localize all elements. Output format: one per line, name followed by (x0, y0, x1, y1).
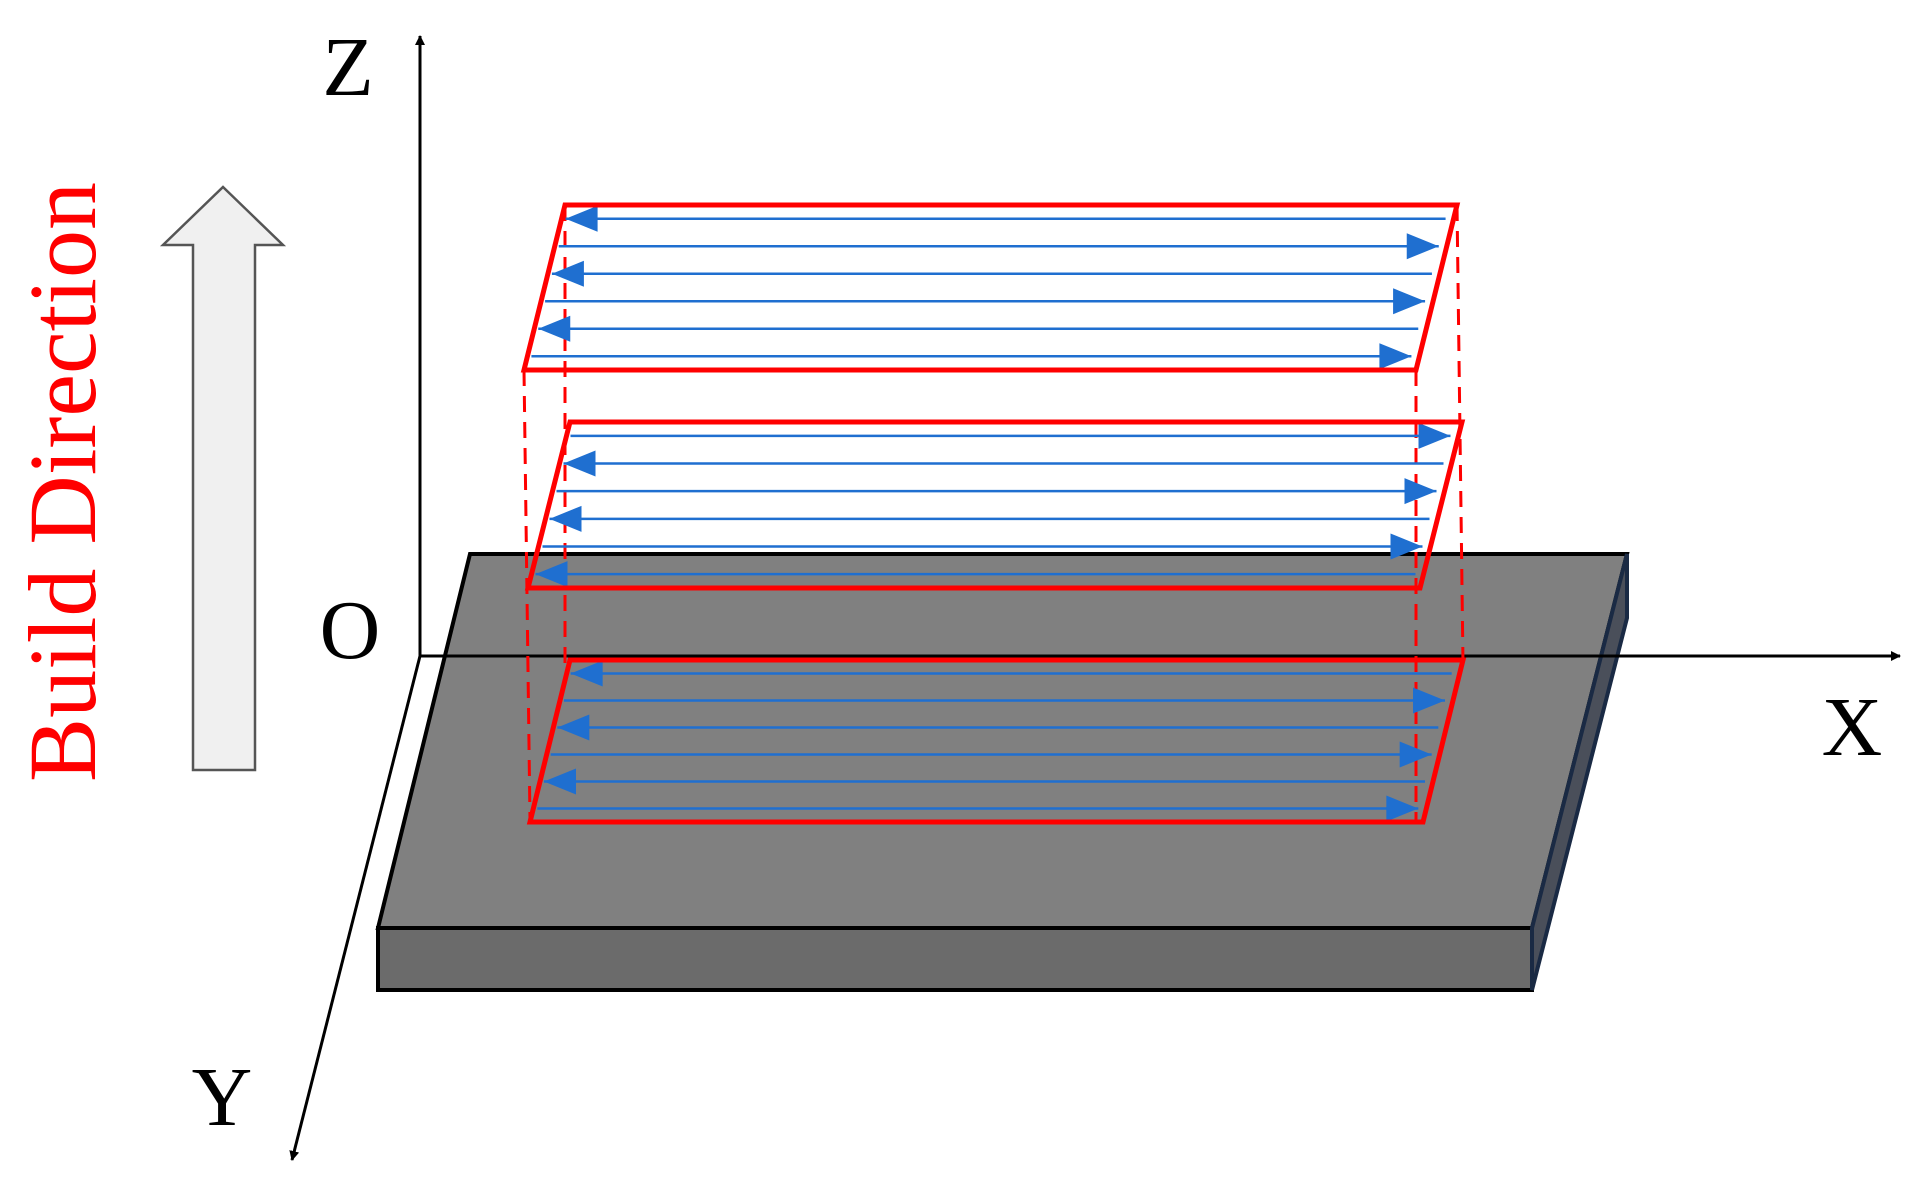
origin-label: O (320, 584, 381, 677)
scan-arrowhead (544, 768, 576, 795)
middle-layer (524, 419, 1466, 591)
substrate-side-face (1530, 553, 1629, 991)
top-layer (520, 202, 1461, 373)
scan-arrowhead (557, 714, 590, 741)
scan-arrowhead (1406, 233, 1439, 260)
scan-arrowhead (1386, 795, 1419, 822)
scan-arrowhead (1404, 478, 1437, 505)
coordinate-axes (289, 35, 1901, 1161)
scan-arrowhead (538, 315, 571, 342)
scan-arrowhead (1399, 741, 1432, 768)
scan-arrowhead (1390, 533, 1423, 560)
x-axis-label: X (1822, 681, 1883, 774)
y-axis (289, 655, 422, 1161)
layer-outline (526, 657, 1467, 825)
substrate-front-face (376, 926, 1534, 992)
scan-layers (520, 202, 1467, 825)
build-direction-label: Build Direction (9, 182, 116, 782)
scan-arrowhead (1413, 687, 1445, 714)
scan-arrowhead (535, 561, 568, 588)
z-axis-label: Z (322, 21, 373, 114)
scan-arrowhead (565, 205, 598, 232)
layer-connectors (522, 204, 1465, 821)
connector-front-left (522, 369, 532, 821)
build-direction-arrow (159, 185, 287, 772)
scan-arrowhead (549, 505, 582, 532)
scan-arrowhead (563, 450, 596, 477)
scan-arrowhead (570, 660, 603, 687)
scan-arrowhead (551, 260, 584, 287)
substrate (375, 552, 1630, 992)
bottom-layer (526, 657, 1467, 825)
scan-arrowhead (1418, 422, 1451, 449)
y-axis-label: Y (192, 1051, 253, 1144)
layer-outline (524, 419, 1466, 591)
layer-outline (520, 202, 1461, 373)
scan-arrowhead (1379, 343, 1412, 370)
scan-arrowhead (1393, 288, 1426, 315)
